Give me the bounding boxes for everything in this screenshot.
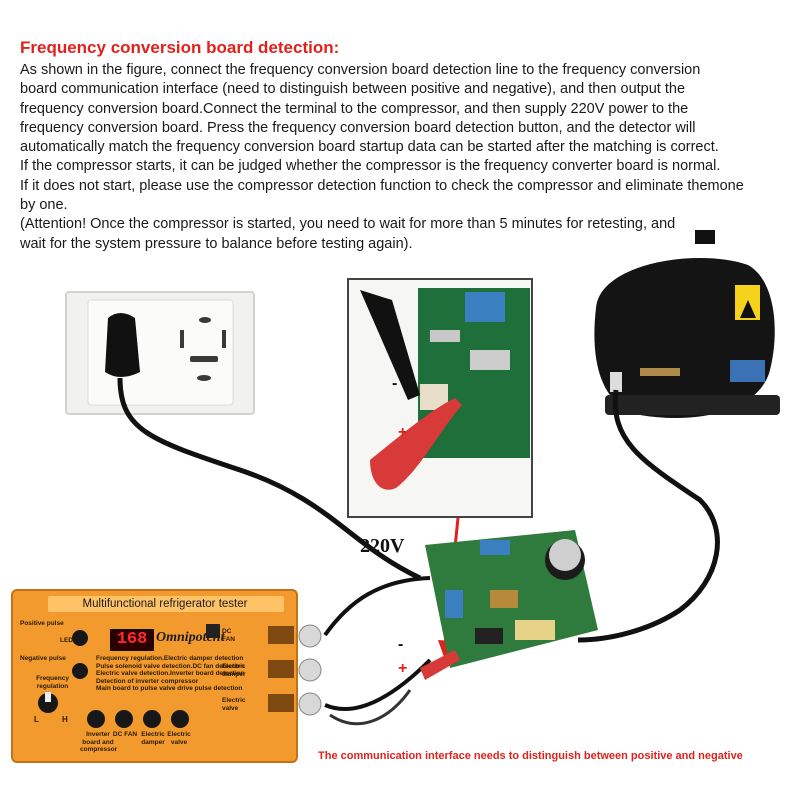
brand-label: Omnipotent: [156, 630, 225, 645]
voltage-label: 220V: [360, 535, 405, 557]
description-line: Pulse solenoid valve detection.DC fan de…: [96, 662, 245, 670]
knob-high-label: H: [62, 715, 68, 724]
text-line: If the compressor starts, it can be judg…: [20, 158, 721, 175]
document-title: Frequency conversion board detection:: [20, 38, 340, 57]
footer-note: The communication interface needs to dis…: [318, 750, 743, 762]
refrigerator-tester-icon: [11, 589, 322, 763]
tester-title: Multifunctional refrigerator tester: [82, 598, 248, 610]
port-damper-label: Electric damper: [222, 663, 246, 678]
text-line: If it does not start, please use the com…: [20, 177, 744, 194]
inset-plus-sign: +: [398, 424, 407, 441]
description-line: Detection of inverter compressor: [96, 677, 199, 685]
description-line: Main board to pulse valve drive pulse de…: [96, 685, 243, 692]
port-valve-label: Electric valve: [222, 697, 246, 712]
text-line: frequency conversion board.Connect the t…: [20, 100, 689, 117]
inset-minus-sign: -: [392, 375, 397, 392]
board-minus-sign: -: [398, 636, 404, 653]
description-line: Frequency regulation.Electric damper det…: [96, 655, 244, 662]
text-line: automatically match the frequency conver…: [20, 139, 719, 156]
wall-outlet-icon: [65, 291, 255, 415]
text-line: As shown in the figure, connect the freq…: [20, 62, 701, 78]
description-line: Electric valve detection.Inverter board …: [96, 670, 245, 677]
text-line: wait for the system pressure to balance …: [20, 235, 413, 252]
inverter-board-icon: [425, 530, 598, 668]
instruction-paragraph: As shown in the figure, connect the freq…: [20, 61, 780, 254]
damper-button-label: Electric damper: [141, 731, 165, 746]
led-label: LED: [60, 637, 73, 644]
valve-button-label: Electric valve: [167, 731, 191, 746]
frequency-display: 168: [110, 629, 154, 651]
negative-pulse-label: Negative pulse: [20, 655, 66, 662]
positive-pulse-label: Positive pulse: [20, 620, 64, 627]
port-dc-fan-label: DC FAN: [222, 628, 235, 643]
connector-inset: [347, 278, 533, 518]
text-line: by one.: [20, 197, 68, 214]
text-line: frequency conversion board. Press the fr…: [20, 119, 696, 136]
board-plus-sign: +: [398, 660, 408, 677]
text-line: (Attention! Once the compressor is start…: [20, 216, 676, 233]
knob-low-label: L: [34, 715, 39, 724]
inverter-button-label: Inverter board and compressor: [80, 731, 118, 753]
tester-description: Frequency regulation.Electric damper det…: [96, 655, 256, 693]
frequency-regulation-label: Frequency regulation: [36, 675, 69, 690]
dc-fan-button-label: DC FAN: [112, 731, 138, 738]
compressor-icon: [594, 230, 780, 418]
text-line: board communication interface (need to d…: [20, 81, 686, 98]
